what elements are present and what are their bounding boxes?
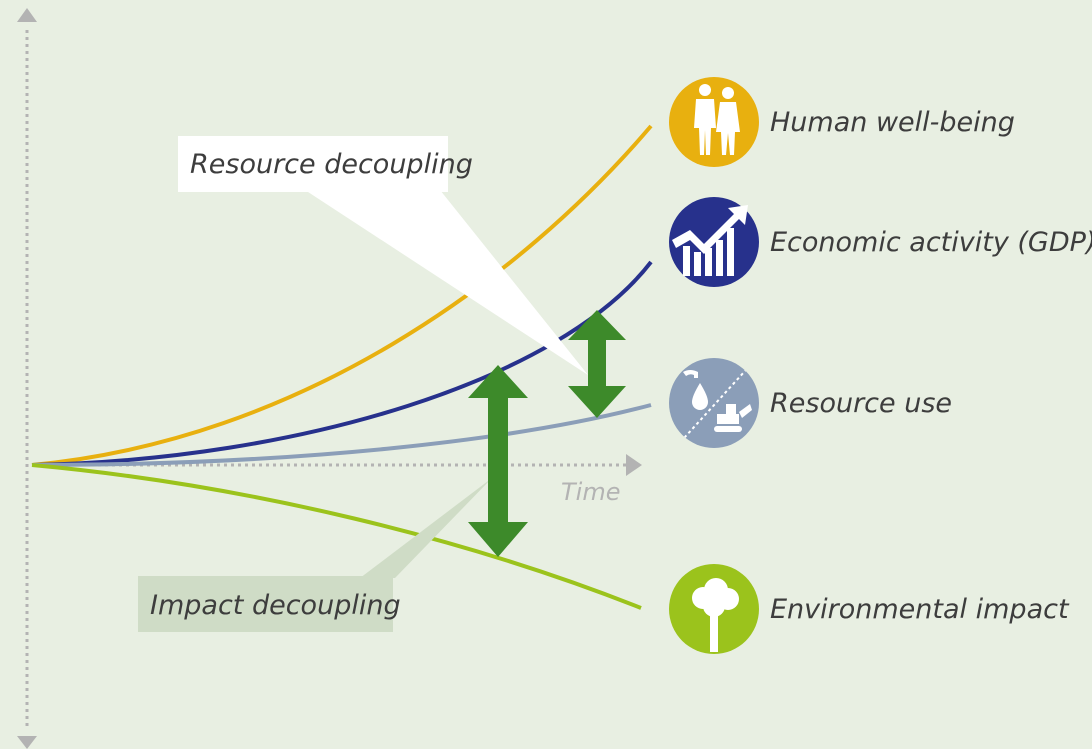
resource-use-label: Resource use [770, 388, 952, 419]
economic-activity-curve [31, 260, 653, 467]
time-axis-arrowhead [626, 454, 642, 476]
impact-callout-pointer [360, 478, 492, 578]
oil-drop-bulldozer-icon [669, 358, 759, 448]
impact-callout-label: Impact decoupling [150, 590, 401, 621]
impact-decoupling-callout: Impact decoupling [138, 478, 492, 632]
resource-use-curve [31, 403, 652, 467]
impact-callout-box [138, 576, 393, 632]
tree-icon [669, 564, 759, 654]
resource-callout-box [178, 136, 448, 192]
resource-callout-label: Resource decoupling [190, 149, 473, 180]
resource-decoupling-arrow [568, 310, 626, 418]
economic-activity-label: Economic activity (GDP) [770, 227, 1092, 258]
vertical-axis [17, 8, 37, 749]
environmental-impact-curve [31, 463, 642, 610]
axis-up-arrowhead [17, 8, 37, 22]
human-wellbeing-label: Human well-being [770, 107, 1015, 138]
resource-callout-pointer [305, 190, 588, 375]
people-icon [669, 77, 759, 167]
impact-decoupling-arrow [468, 365, 528, 557]
axis-down-arrowhead [17, 736, 37, 749]
resource-decoupling-callout: Resource decoupling [178, 136, 588, 375]
environmental-impact-label: Environmental impact [770, 594, 1070, 625]
human-wellbeing-curve [31, 124, 653, 467]
growth-chart-icon [669, 197, 759, 287]
time-label: Time [561, 478, 620, 506]
